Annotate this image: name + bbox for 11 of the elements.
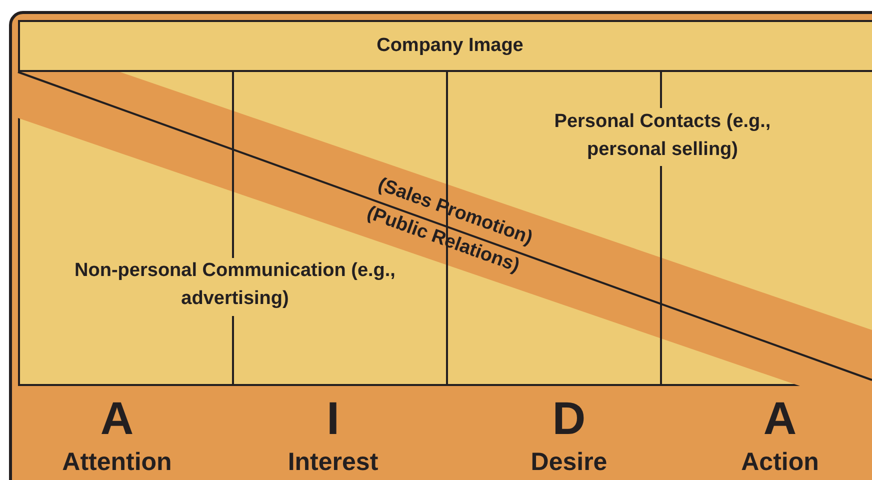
stage-letter: A bbox=[763, 392, 797, 444]
region-label: Personal Contacts (e.g., personal selling) bbox=[553, 110, 772, 162]
stage-letter: D bbox=[552, 392, 586, 444]
stage-letter: A bbox=[100, 392, 134, 444]
stage-name: Action bbox=[741, 447, 819, 478]
stage-name: Desire bbox=[530, 447, 608, 478]
stage-name: Interest bbox=[288, 447, 378, 478]
stage-letter: I bbox=[326, 392, 340, 444]
stage-name: Attention bbox=[62, 447, 172, 478]
region-label: Non-personal Communication (e.g., advertising) bbox=[74, 259, 396, 311]
header-text: Company Image bbox=[376, 35, 524, 57]
